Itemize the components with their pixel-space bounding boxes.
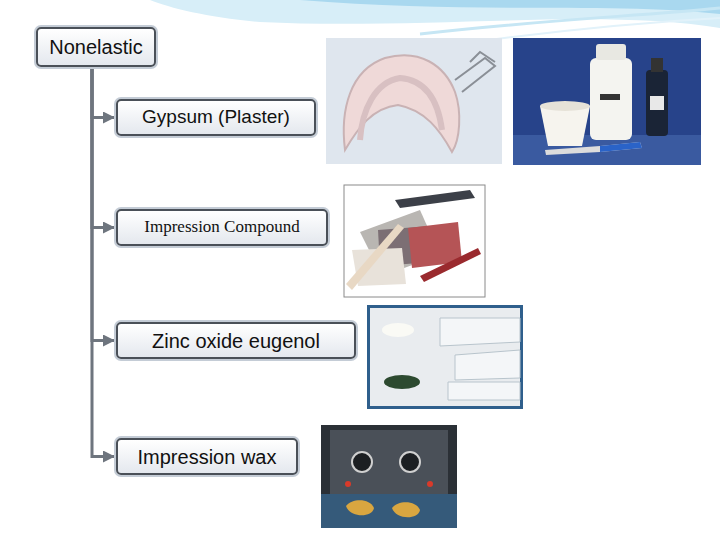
material-box: Impression wax — [116, 438, 298, 475]
branch-arrow — [92, 67, 115, 341]
zinc-oxide-eugenol-photo — [367, 305, 523, 409]
branch-arrow — [92, 67, 115, 118]
category-box: Nonelastic — [36, 27, 156, 67]
box-label: Impression wax — [138, 446, 277, 468]
plaster-impression-photo — [326, 38, 502, 164]
box-label: Gypsum (Plaster) — [142, 107, 290, 128]
box-label: Nonelastic — [49, 36, 142, 58]
plaster-kit-photo — [513, 38, 701, 165]
box-label: Impression Compound — [144, 218, 299, 237]
material-box: Impression Compound — [116, 209, 328, 246]
branch-arrow — [92, 67, 115, 457]
branch-arrow — [92, 67, 115, 228]
impression-wax-photo — [321, 425, 457, 528]
impression-compound-photo — [344, 185, 485, 297]
material-box: Gypsum (Plaster) — [116, 99, 316, 136]
box-label: Zinc oxide eugenol — [152, 330, 320, 352]
material-box: Zinc oxide eugenol — [116, 322, 356, 359]
